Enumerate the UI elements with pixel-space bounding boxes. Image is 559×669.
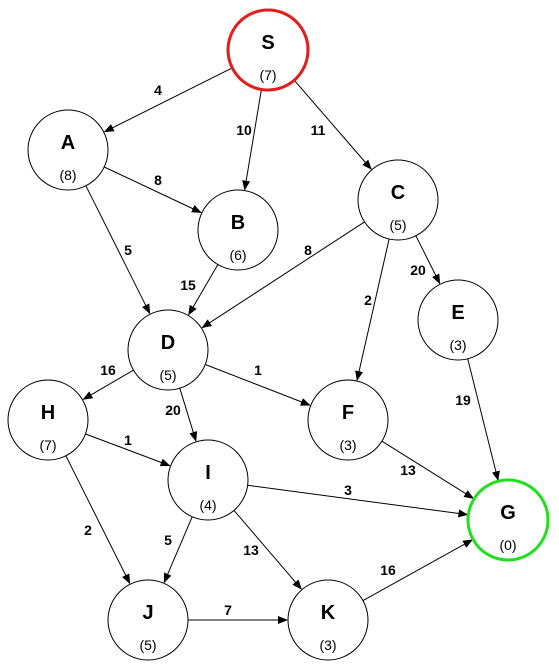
nodes-layer: S (7) A (8) B (6) C (5) D (5) E (3) F (3) G (0) H (7) I (4)… [7,8,550,661]
edge-h-i [85,433,171,467]
edge-weight-d-i: 20 [165,402,181,418]
edge-s-a [103,67,233,133]
edge-s-c [293,79,372,170]
node-d: D (5) [127,309,209,391]
node-heuristic-f: (3) [339,437,356,453]
node-circle-s [226,8,310,92]
edge-b-d [188,264,219,316]
node-heuristic-e: (3) [449,337,466,353]
edge-c-e [415,235,441,285]
node-label-f: F [342,402,354,424]
edge-weight-s-c: 11 [311,122,326,138]
edge-weight-d-h: 16 [100,362,116,378]
node-label-i: I [205,462,211,484]
edge-weight-h-j: 2 [84,522,92,538]
edge-weight-c-d: 8 [304,242,312,258]
node-e: E (3) [417,279,499,361]
edge-weight-k-g: 16 [380,562,396,578]
node-label-j: J [142,602,153,624]
edge-k-g [362,539,474,602]
node-label-g: G [500,502,516,524]
edge-weight-c-e: 20 [410,262,426,278]
edge-weight-b-d: 15 [180,277,196,293]
edge-weight-a-b: 8 [154,172,162,188]
node-h: H (7) [7,379,89,461]
edge-d-f [205,364,311,406]
node-circle-b [197,189,279,271]
edge-weight-f-g: 13 [400,462,416,478]
node-heuristic-d: (5) [159,367,176,383]
edge-weight-h-i: 1 [124,432,132,448]
node-label-k: K [321,602,336,624]
edge-weight-e-g: 19 [455,392,471,408]
node-circle-h [7,379,89,461]
node-circle-e [417,279,499,361]
edge-i-g [247,484,469,518]
node-b: B (6) [197,189,279,271]
node-f: F (3) [307,379,389,461]
node-heuristic-a: (8) [59,167,76,183]
edge-d-i [179,388,198,442]
node-circle-i [167,439,249,521]
node-heuristic-s: (7) [259,67,276,83]
edge-h-j [65,455,131,585]
edge-i-j [163,516,193,584]
node-heuristic-h: (7) [39,437,56,453]
edge-weight-a-d: 5 [124,242,132,258]
node-heuristic-i: (4) [199,497,216,513]
node-heuristic-g: (0) [499,537,516,553]
node-label-a: A [61,132,75,154]
edge-d-h [82,369,134,400]
node-heuristic-j: (5) [139,637,156,653]
edge-c-d [201,221,365,329]
edge-weight-i-j: 5 [164,532,172,548]
edge-weight-s-a: 4 [154,82,162,98]
edge-weight-i-k: 13 [243,542,259,558]
node-a: A (8) [27,109,109,191]
node-label-b: B [231,212,245,234]
node-heuristic-k: (3) [319,637,336,653]
node-s: S (7) [226,8,310,92]
edge-i-k [233,510,302,590]
node-circle-k [287,579,369,661]
edge-weight-s-b: 10 [236,122,252,138]
node-label-e: E [451,302,464,324]
edge-weight-j-k: 7 [224,602,232,618]
node-label-h: H [41,402,55,424]
node-circle-d [127,309,209,391]
node-c: C (5) [357,159,439,241]
node-i: I (4) [167,439,249,521]
node-circle-c [357,159,439,241]
edge-e-g [467,358,500,482]
node-g: G (0) [466,478,550,562]
edge-a-b [103,166,202,213]
edge-a-d [85,185,151,315]
edge-s-b [242,89,262,191]
node-j: J (5) [107,579,189,661]
node-circle-f [307,379,389,461]
node-heuristic-c: (5) [389,217,406,233]
edge-weight-i-g: 3 [344,482,352,498]
edge-weight-c-f: 2 [364,292,372,308]
node-label-s: S [261,32,274,54]
edge-f-g [381,440,475,499]
node-k: K (3) [287,579,369,661]
edges-layer: 4 10 11 8 5 15 8 2 20 16 20 1 19 13 1 2 3 5 13 7 16 [65,67,500,624]
node-label-d: D [161,332,175,354]
node-circle-a [27,109,109,191]
node-label-c: C [391,182,405,204]
edge-c-f [355,238,390,381]
node-circle-j [107,579,189,661]
node-circle-g [466,478,550,562]
node-heuristic-b: (6) [229,247,246,263]
edge-weight-d-f: 1 [254,362,262,378]
